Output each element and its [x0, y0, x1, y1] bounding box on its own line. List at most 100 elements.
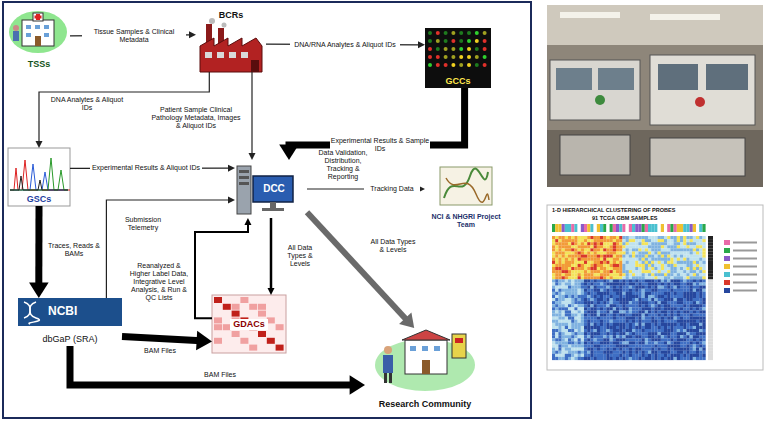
array-spot — [483, 39, 487, 43]
heatmap-cell — [661, 286, 664, 289]
heatmap-cell — [702, 338, 705, 341]
heatmap-cell — [581, 270, 584, 273]
heatmap-cell — [699, 329, 702, 332]
heatmap-cell — [683, 317, 686, 320]
heatmap-cell — [606, 345, 609, 348]
heatmap-cell — [552, 292, 555, 295]
heatmap-cell — [587, 304, 590, 307]
heatmap-cell — [565, 310, 568, 313]
heatmap-cell — [616, 310, 619, 313]
heatmap-cell — [658, 341, 661, 344]
heatmap-cell — [642, 323, 645, 326]
heatmap-cell — [590, 354, 593, 357]
heatmap-cell — [667, 248, 670, 251]
heatmap-cell — [674, 248, 677, 251]
heatmap-cell — [680, 341, 683, 344]
heatmap-cell — [619, 258, 622, 261]
heatmap-cell — [565, 314, 568, 317]
heatmap-cell — [578, 326, 581, 329]
heatmap-cell — [680, 351, 683, 354]
heatmap-cell — [590, 286, 593, 289]
heatmap-cell — [638, 252, 641, 255]
heatmap-cell — [696, 307, 699, 310]
heatmap-cell — [603, 341, 606, 344]
heatmap-cell — [651, 242, 654, 245]
heatmap-cell — [638, 292, 641, 295]
heatmap-cell — [696, 329, 699, 332]
heatmap-cell — [686, 252, 689, 255]
heatmap-cell — [642, 341, 645, 344]
heatmap-cell — [562, 267, 565, 270]
heatmap-cell — [568, 295, 571, 298]
heatmap-cell — [587, 301, 590, 304]
heatmap-cell — [555, 329, 558, 332]
heatmap-cell — [555, 314, 558, 317]
heatmap-cell — [667, 304, 670, 307]
heatmap-header-cell — [683, 224, 686, 232]
heatmap-cell — [654, 273, 657, 276]
heatmap-cell — [581, 345, 584, 348]
heatmap-cell — [702, 295, 705, 298]
heatmap-cell — [664, 245, 667, 248]
heatmap-cell — [600, 261, 603, 264]
heatmap-cell — [683, 338, 686, 341]
heatmap-header-cell — [594, 224, 597, 232]
heatmap-cell — [594, 304, 597, 307]
heatmap-cell — [555, 317, 558, 320]
heatmap-cell — [606, 301, 609, 304]
heatmap-cell — [587, 292, 590, 295]
heatmap-cell — [600, 304, 603, 307]
heatmap-cell — [677, 351, 680, 354]
heatmap-cell — [590, 258, 593, 261]
heatmap-cell — [642, 242, 645, 245]
heatmap-cell — [677, 255, 680, 258]
heatmap-cell — [629, 317, 632, 320]
heatmap-cell — [696, 341, 699, 344]
heatmap-cell — [574, 255, 577, 258]
heatmap-cell — [661, 345, 664, 348]
heatmap-cell — [619, 236, 622, 239]
heatmap-cell — [667, 314, 670, 317]
heatmap-cell — [606, 279, 609, 282]
heatmap-cell — [610, 289, 613, 292]
heatmap-cell — [603, 323, 606, 326]
heatmap-cell — [590, 307, 593, 310]
heatmap-cell — [568, 239, 571, 242]
heatmap-cell — [571, 307, 574, 310]
heatmap-cell — [696, 345, 699, 348]
heatmap-cell — [555, 354, 558, 357]
heatmap-cell — [571, 248, 574, 251]
heatmap-cell — [619, 248, 622, 251]
heatmap-cell — [702, 307, 705, 310]
heatmap-cell — [565, 317, 568, 320]
heatmap-cell — [670, 317, 673, 320]
heatmap-cell — [651, 283, 654, 286]
heatmap-cell — [552, 298, 555, 301]
heatmap-cell — [667, 276, 670, 279]
heatmap-cell — [584, 239, 587, 242]
heatmap-cell — [667, 267, 670, 270]
heatmap-cell — [667, 320, 670, 323]
heatmap-cell — [642, 354, 645, 357]
heatmap-cell — [696, 292, 699, 295]
heatmap-cell — [638, 255, 641, 258]
heatmap-cell — [686, 236, 689, 239]
heatmap-cell — [574, 341, 577, 344]
heatmap-cell — [600, 273, 603, 276]
heatmap-cell — [664, 239, 667, 242]
heatmap-cell — [645, 332, 648, 335]
heatmap-cell — [626, 307, 629, 310]
heatmap-cell — [667, 245, 670, 248]
heatmap-cell — [584, 273, 587, 276]
heatmap-cell — [645, 258, 648, 261]
heatmap-cell — [562, 283, 565, 286]
heatmap-cell — [613, 298, 616, 301]
heatmap-cell — [661, 279, 664, 282]
heatmap-cell — [670, 310, 673, 313]
heatmap-cell — [568, 248, 571, 251]
heatmap-cell — [690, 276, 693, 279]
heatmap-cell — [661, 354, 664, 357]
heatmap-cell — [651, 348, 654, 351]
heatmap-cell — [578, 338, 581, 341]
heatmap-cell — [677, 270, 680, 273]
